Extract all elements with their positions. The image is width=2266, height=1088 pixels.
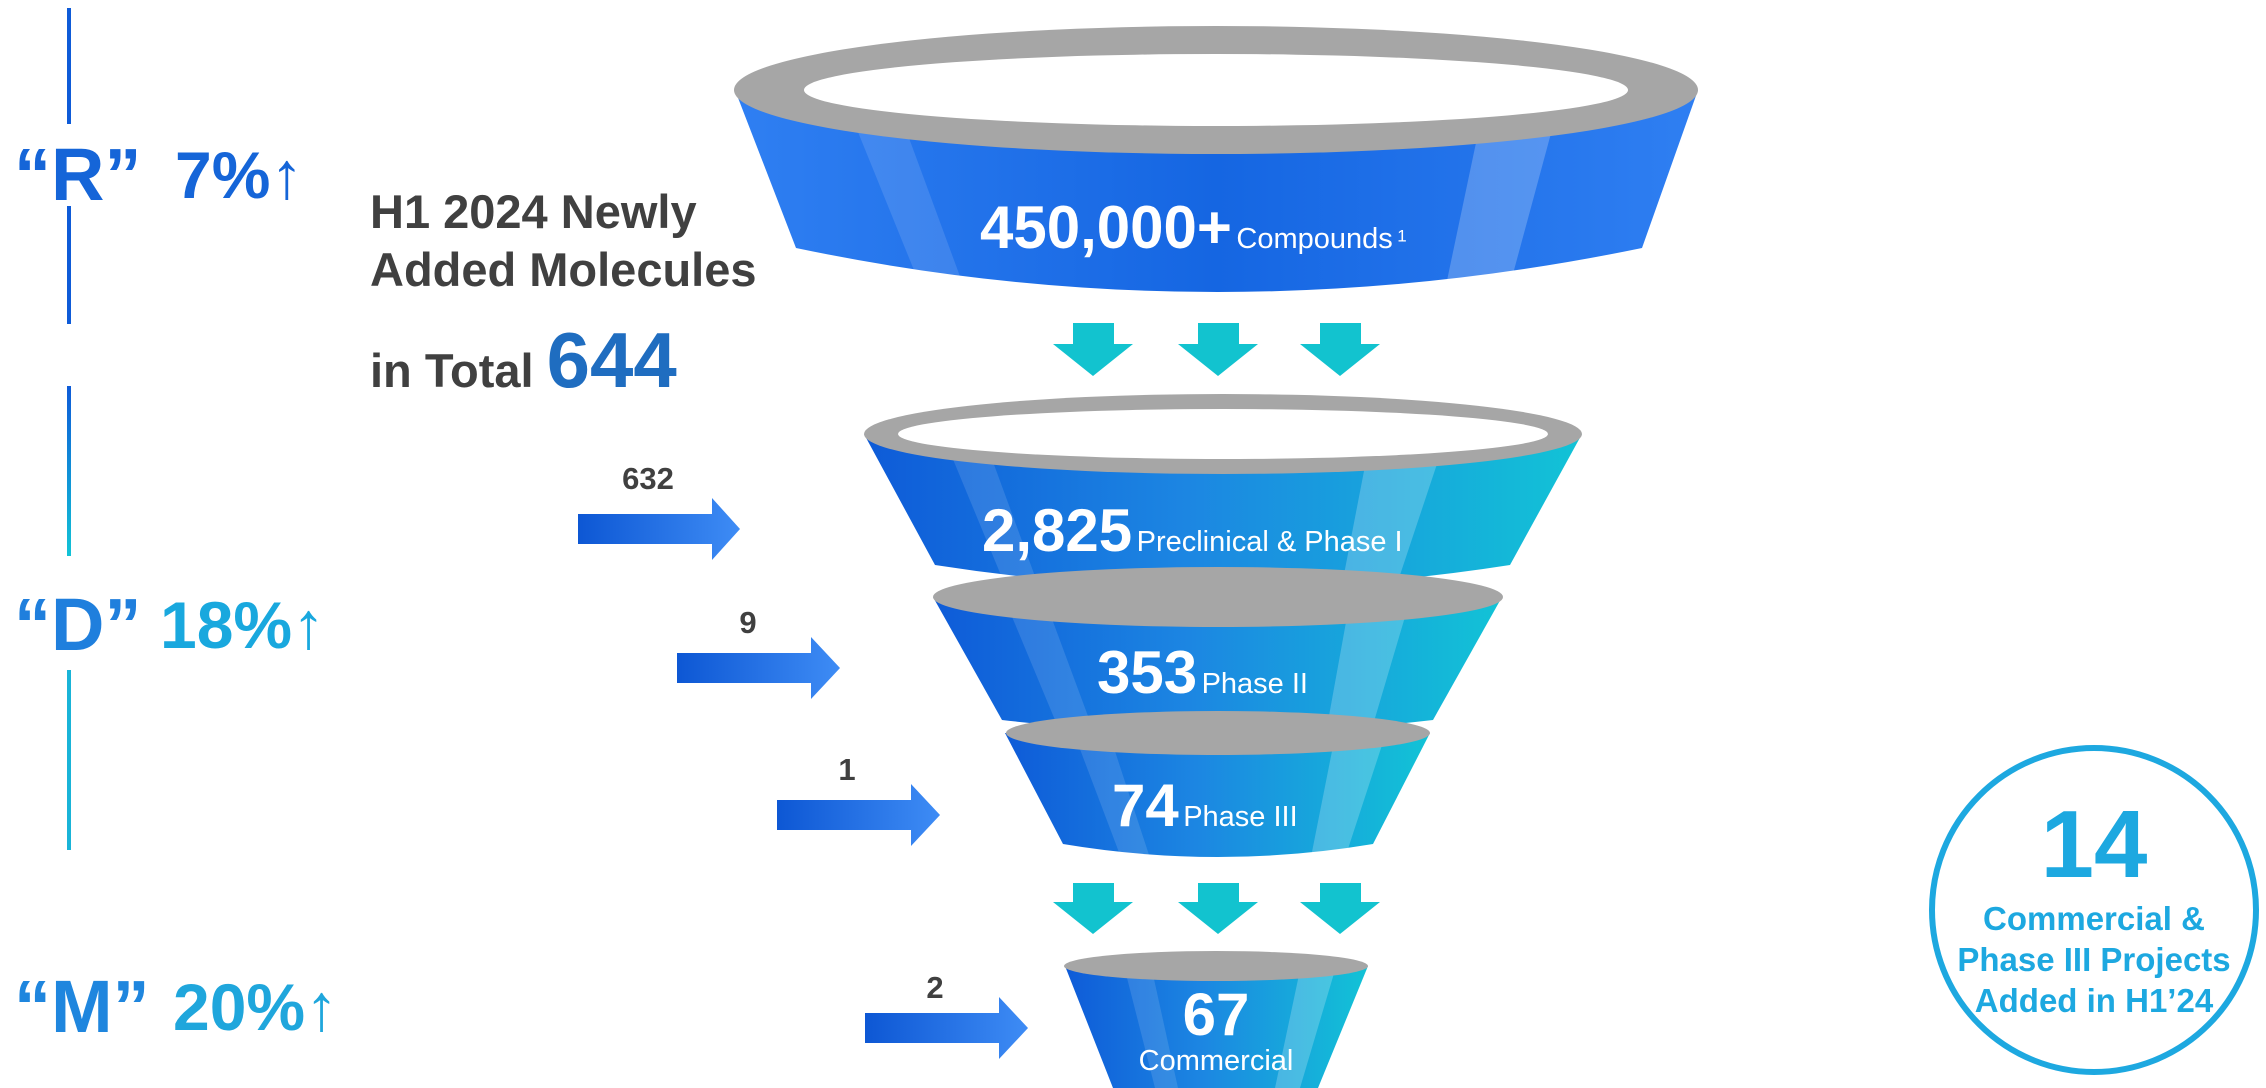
added-phase2-count: 9 [739, 605, 757, 640]
preclinical-label: Preclinical & Phase I [1136, 526, 1403, 558]
preclinical-value: 2,825 [982, 497, 1133, 564]
funnel-stage-preclinical [864, 394, 1582, 595]
label-r-value: 7%↑ [175, 138, 304, 212]
headline-total-row: in Total 644 [370, 320, 677, 411]
commercial-label: Commercial [1138, 1045, 1294, 1077]
label-m-value: 20%↑ [173, 970, 339, 1044]
funnel-stage-commercial [1064, 951, 1368, 1088]
added-commercial-count: 2 [926, 970, 944, 1005]
label-d-letter: “D” [14, 583, 142, 666]
headline-total-number: 644 [546, 316, 677, 404]
stage-phase2-text: 353 Phase II [1097, 640, 1308, 722]
phase3-label: Phase III [1183, 801, 1298, 833]
down-arrow-icon [1053, 323, 1133, 376]
compounds-label: Compounds [1236, 223, 1393, 255]
down-arrow-icon [1300, 323, 1380, 376]
phase2-value: 353 [1097, 639, 1198, 706]
stage-divider-lines [67, 8, 71, 850]
funnel-stage-phase2 [933, 567, 1503, 738]
phase2-label: Phase II [1201, 668, 1308, 700]
compounds-footnote: 1 [1397, 226, 1407, 246]
label-d-value: 18%↑ [160, 588, 326, 662]
compounds-value: 450,000+ [980, 194, 1232, 261]
divider-line-r-top [67, 8, 71, 124]
commercial-value: 67 [1182, 981, 1250, 1048]
down-arrow-icon [1178, 323, 1258, 376]
headline-line1: H1 2024 Newly [370, 185, 697, 238]
headline-line2: Added Molecules [370, 243, 757, 296]
added-preclinical-count: 632 [622, 461, 674, 496]
divider-line-d-top [67, 386, 71, 556]
label-m-letter: “M” [14, 965, 150, 1048]
right-arrow-icon [777, 784, 940, 846]
divider-line-r-bottom [67, 206, 71, 324]
funnel-stage-compounds [734, 26, 1698, 292]
highlight-circle [1929, 745, 2259, 1075]
flow-down-arrows-top [1053, 323, 1380, 376]
down-arrow-icon [1053, 883, 1133, 934]
headline-line3-prefix: in Total [370, 344, 534, 397]
stage-compounds-text: 450,000+ Compounds 1 [980, 195, 1407, 277]
added-phase3-count: 1 [838, 752, 856, 787]
right-arrow-icon [578, 498, 740, 560]
stage-phase3-text: 74 Phase III [1112, 773, 1298, 855]
down-arrow-icon [1300, 883, 1380, 934]
highlight-value: 14 [2040, 791, 2148, 898]
highlight-line2: Phase III Projects [1957, 941, 2231, 978]
right-arrow-icon [677, 637, 840, 699]
divider-line-d-bottom [67, 670, 71, 850]
phase3-value: 74 [1112, 772, 1179, 839]
added-arrows [578, 498, 1028, 1059]
highlight-line3: Added in H1’24 [1974, 982, 2214, 1019]
label-r-letter: “R” [14, 133, 142, 216]
flow-down-arrows-bottom [1053, 883, 1380, 934]
down-arrow-icon [1178, 883, 1258, 934]
highlight-line1: Commercial & [1983, 900, 2205, 937]
right-arrow-icon [865, 997, 1028, 1059]
stage-preclinical-text: 2,825 Preclinical & Phase I [982, 498, 1403, 580]
funnel-stage-phase3 [1005, 711, 1430, 862]
